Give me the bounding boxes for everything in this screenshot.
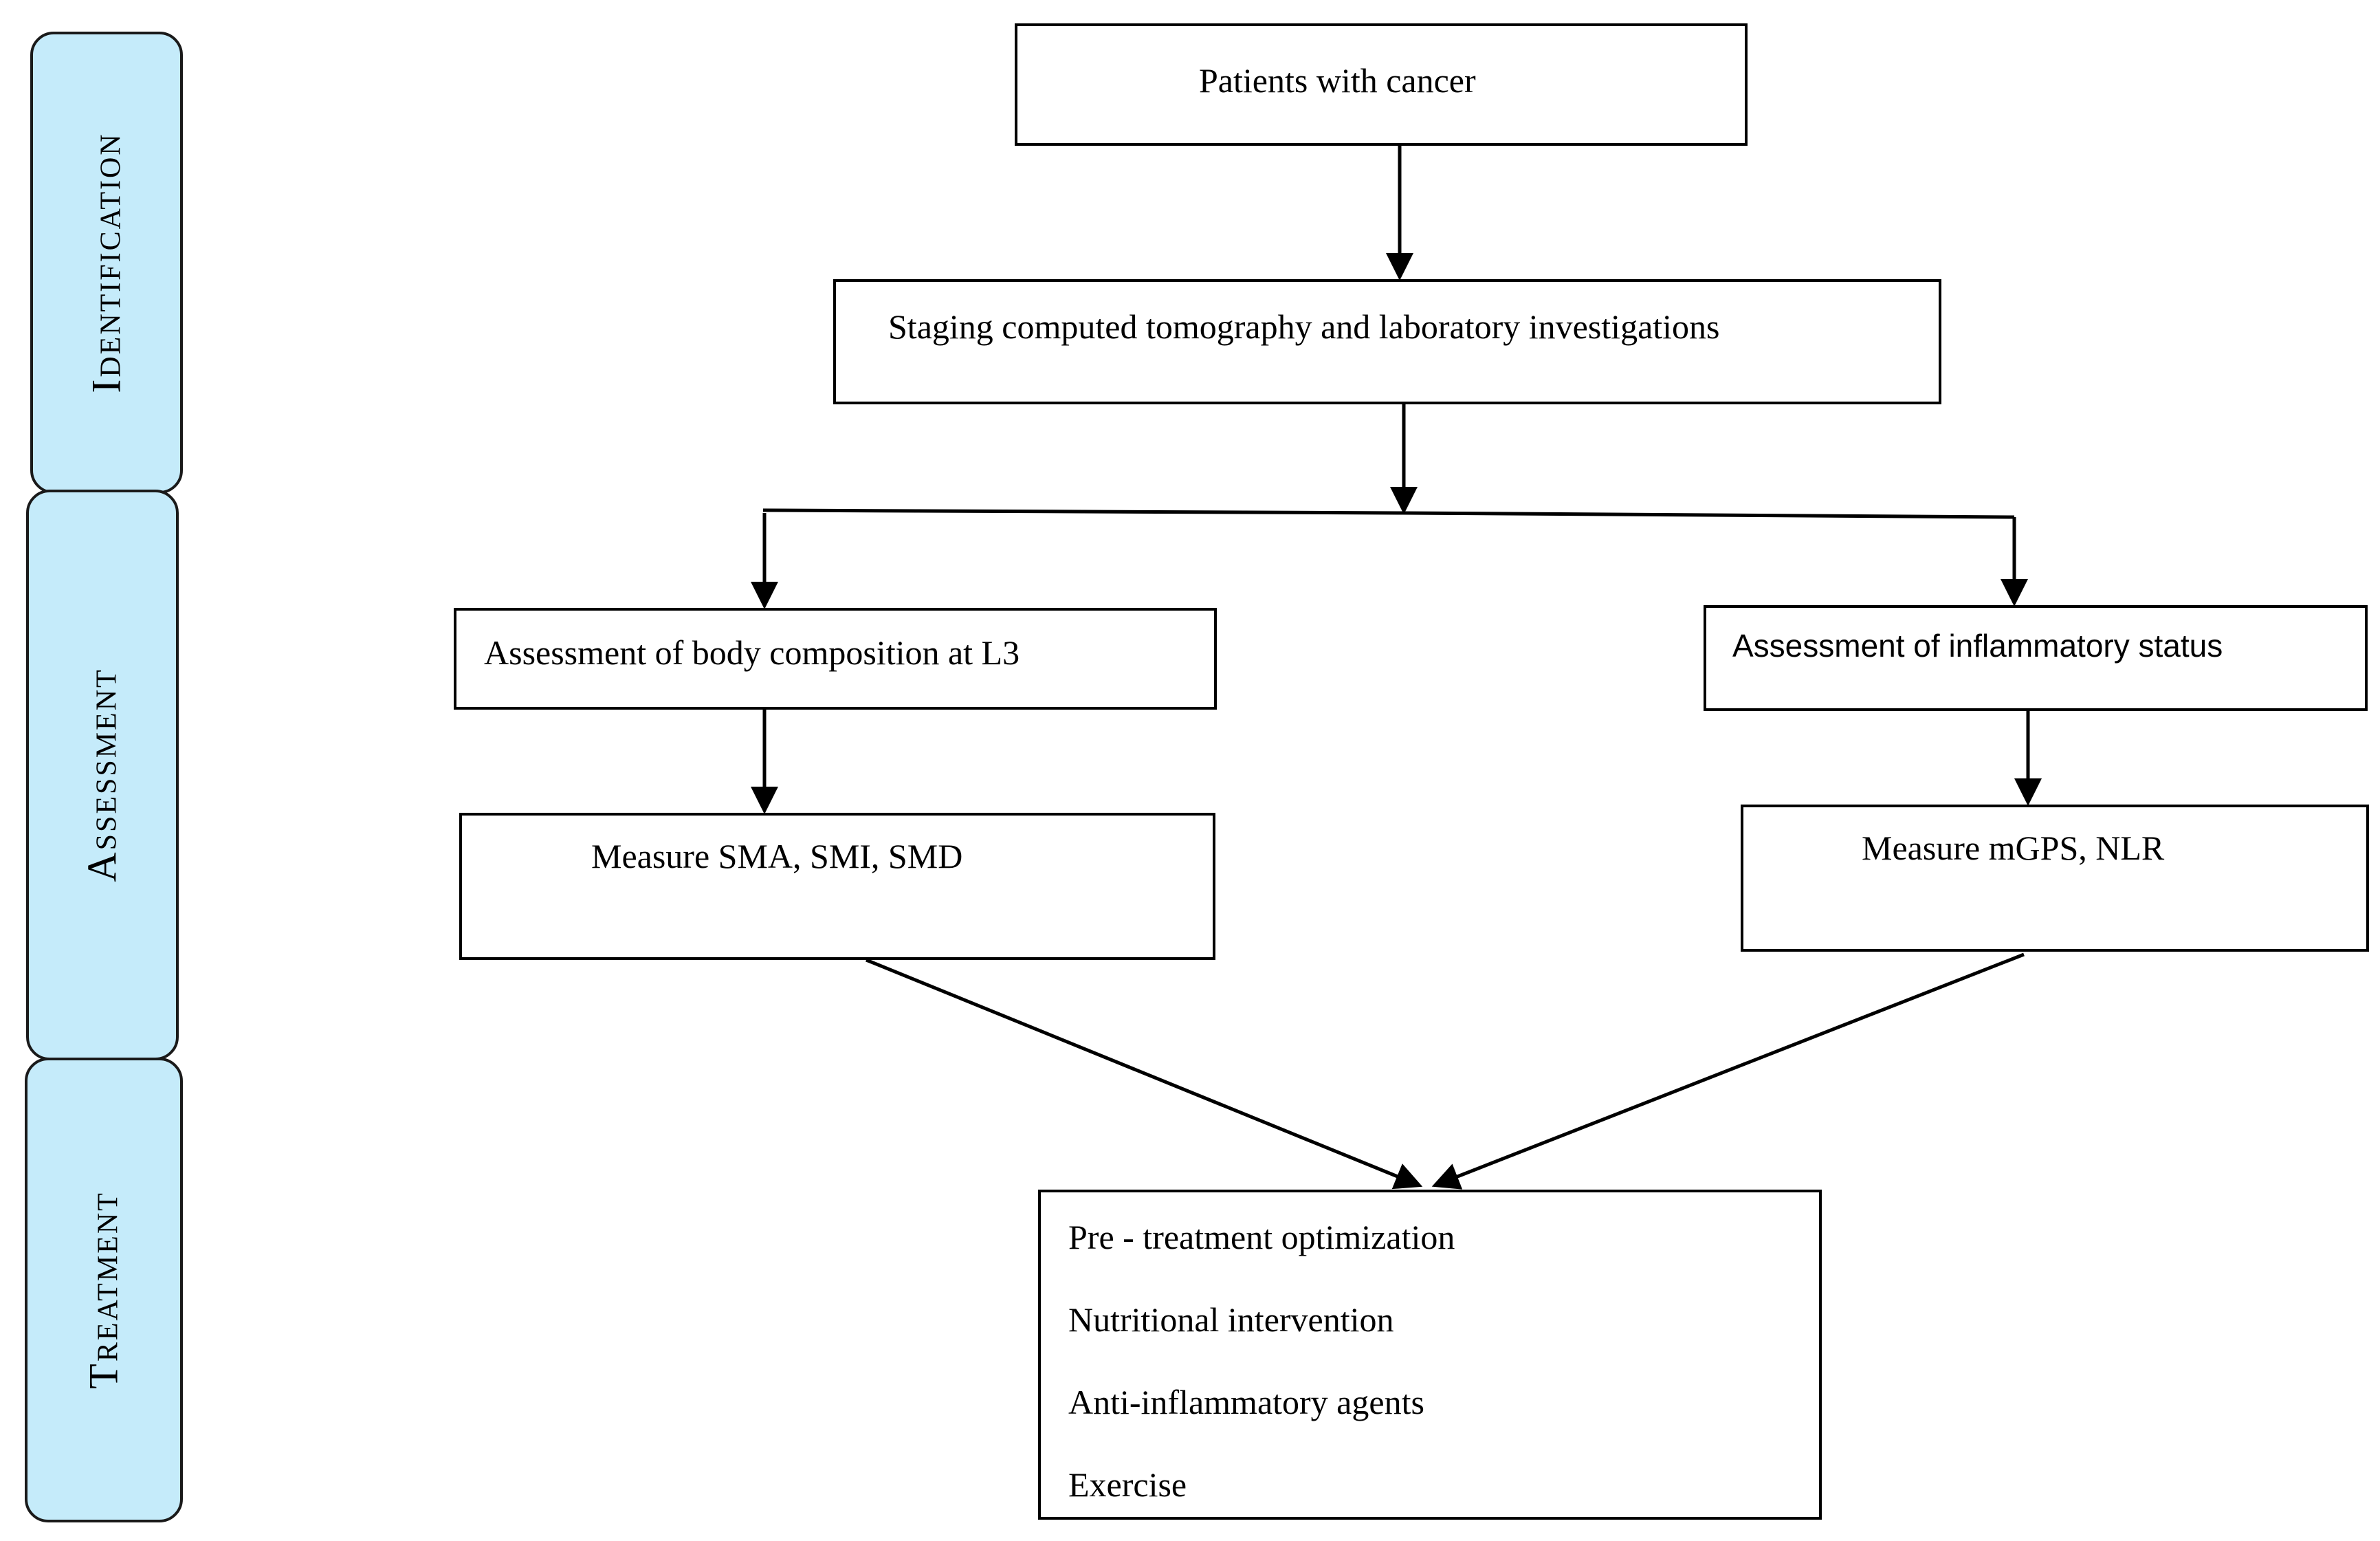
body-composition-label: Assessment of body composition at L3 <box>484 633 1020 672</box>
phase-treatment: Treatment <box>25 1058 183 1522</box>
treatment-item: Anti-inflammatory agents <box>1068 1383 1424 1421</box>
body-composition-box: Assessment of body composition at L3 <box>454 608 1217 710</box>
measure-body-box: Measure SMA, SMI, SMD <box>459 813 1215 960</box>
phase-identification: Identification <box>30 32 183 494</box>
treatment-box: Pre - treatment optimization Nutritional… <box>1038 1190 1822 1520</box>
phase-assessment: Assessment <box>26 490 179 1060</box>
measure-body-label: Measure SMA, SMI, SMD <box>591 837 963 875</box>
split-line <box>762 508 2015 519</box>
treatment-item: Pre - treatment optimization <box>1068 1218 1455 1256</box>
arrow-body-to-treatment <box>866 958 1423 1190</box>
measure-inflam-box: Measure mGPS, NLR <box>1741 805 2369 952</box>
inflammatory-label: Assessment of inflammatory status <box>1732 628 2223 664</box>
treatment-item: Nutritional intervention <box>1068 1300 1394 1339</box>
treatment-item: Exercise <box>1068 1465 1187 1504</box>
inflammatory-box: Assessment of inflammatory status <box>1704 605 2368 711</box>
patients-label: Patients with cancer <box>1199 61 1476 100</box>
staging-label: Staging computed tomography and laborato… <box>888 307 1720 346</box>
patients-box: Patients with cancer <box>1015 23 1748 146</box>
arrow-inflam-to-treatment <box>1431 952 2025 1190</box>
staging-box: Staging computed tomography and laborato… <box>833 279 1941 404</box>
measure-inflam-label: Measure mGPS, NLR <box>1862 829 2165 867</box>
